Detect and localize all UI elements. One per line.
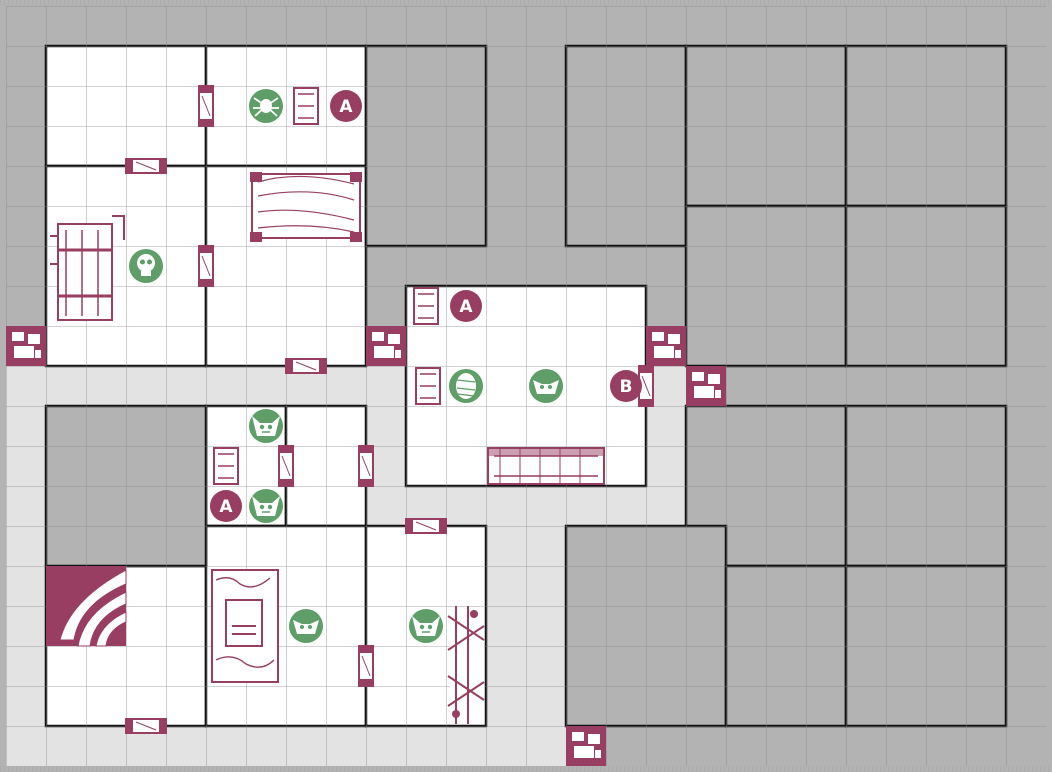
spider-monster-icon[interactable] xyxy=(249,89,283,123)
fireplace-icon[interactable] xyxy=(487,447,605,485)
door-icon[interactable] xyxy=(358,645,374,687)
marker-letter: A xyxy=(459,297,473,317)
orc-monster-icon-center[interactable] xyxy=(529,369,563,403)
door-icon[interactable] xyxy=(285,358,327,374)
door-icon[interactable] xyxy=(638,365,654,407)
goblin-monster-icon-bottom[interactable] xyxy=(249,489,283,523)
board-edge-bottom xyxy=(0,766,1052,772)
chest-icon[interactable] xyxy=(293,87,319,125)
rubble-icon xyxy=(646,326,686,366)
rubble-tiles xyxy=(6,326,726,766)
door-icon[interactable] xyxy=(198,85,214,127)
rubble-icon xyxy=(566,726,606,766)
marker-letter: A xyxy=(339,97,353,117)
marker-a-bottom[interactable]: A xyxy=(210,490,242,522)
door-icon[interactable] xyxy=(125,718,167,734)
skeleton-monster-icon[interactable] xyxy=(129,249,163,283)
doors xyxy=(125,85,654,734)
chest-icon[interactable] xyxy=(213,447,239,485)
goblin-monster-icon-top[interactable] xyxy=(249,409,283,443)
markers-layer: A A B A xyxy=(210,90,642,522)
marker-letter: A xyxy=(219,497,233,517)
goblin-monster-icon-lower[interactable] xyxy=(409,609,443,643)
marker-b-center[interactable]: B xyxy=(610,370,642,402)
door-icon[interactable] xyxy=(358,445,374,487)
chest-icon[interactable] xyxy=(415,367,441,405)
mummy-monster-icon[interactable] xyxy=(449,369,483,403)
table-icon[interactable] xyxy=(250,172,362,242)
stairs-icon[interactable] xyxy=(46,566,127,647)
orc-monster-icon-lower[interactable] xyxy=(289,609,323,643)
sorcerer-table-icon[interactable] xyxy=(211,569,279,683)
door-icon[interactable] xyxy=(405,518,447,534)
board-edge-top xyxy=(0,0,1052,6)
furniture-layer xyxy=(50,87,605,724)
marker-letter: B xyxy=(620,377,633,397)
chest-icon[interactable] xyxy=(413,287,439,325)
door-icon[interactable] xyxy=(278,445,294,487)
door-icon[interactable] xyxy=(125,158,167,174)
grid-lines xyxy=(6,6,1046,766)
marker-a-center[interactable]: A xyxy=(450,290,482,322)
door-icon[interactable] xyxy=(198,245,214,287)
weapon-rack-icon[interactable] xyxy=(447,606,485,724)
torture-rack-icon[interactable] xyxy=(50,215,125,321)
rubble-icon xyxy=(6,326,46,366)
monsters-layer xyxy=(129,89,563,643)
rubble-icon xyxy=(366,326,406,366)
marker-a-top[interactable]: A xyxy=(330,90,362,122)
rubble-icon xyxy=(686,366,726,406)
